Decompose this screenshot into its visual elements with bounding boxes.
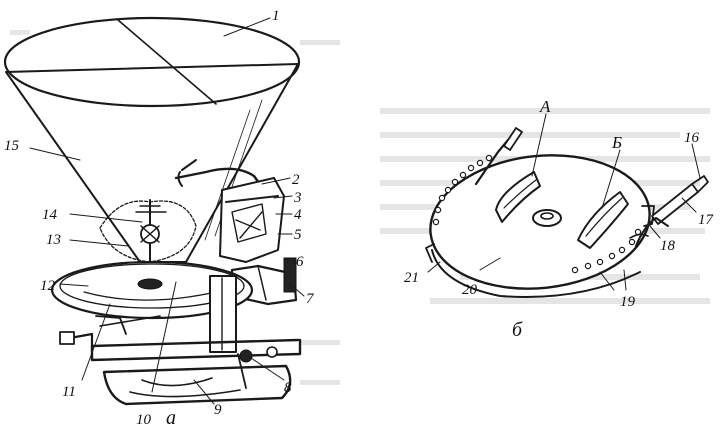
callout-4: 4 [294, 207, 302, 223]
callout-16: 16 [684, 130, 700, 146]
blade-a [495, 171, 541, 223]
skid-runner [102, 364, 292, 406]
spreader-drawing [3, 16, 305, 406]
sublabel-b: б [512, 319, 523, 341]
control-lever [174, 167, 266, 192]
callout-5: 5 [294, 227, 302, 243]
callout-19: 19 [620, 294, 636, 310]
callout-9: 9 [214, 402, 222, 418]
callout-13: 13 [46, 232, 61, 248]
callout-20: 20 [462, 282, 478, 298]
callout-10: 10 [136, 412, 152, 428]
callout-letter-a: А [539, 97, 551, 116]
side-bracket [219, 177, 285, 263]
callout-6: 6 [296, 254, 304, 270]
callout-18: 18 [660, 238, 676, 254]
callout-14: 14 [42, 207, 58, 223]
callout-21: 21 [404, 270, 419, 286]
hopper-seam [117, 19, 217, 105]
hopper-rim [3, 16, 301, 108]
callout-2: 2 [292, 172, 300, 188]
frame-post [209, 275, 237, 353]
callout-letter-b: Б [611, 133, 622, 152]
rod-clamp [635, 217, 669, 247]
figure-a-callouts: 1 2 3 4 5 6 7 8 9 10 11 12 13 14 15 а [4, 8, 315, 428]
base-frame [90, 338, 302, 362]
callout-7: 7 [306, 291, 315, 307]
callout-15: 15 [4, 138, 20, 154]
figure-b-callouts: А Б 16 17 18 19 20 21 б [404, 97, 715, 341]
callout-17: 17 [698, 212, 715, 228]
disc-drawing [425, 113, 709, 298]
callout-12: 12 [40, 278, 56, 294]
blade-b [577, 191, 629, 249]
cutaway-outline [99, 200, 197, 263]
callout-8: 8 [284, 380, 292, 396]
callout-3: 3 [293, 190, 302, 206]
disc-rim-edge [431, 249, 641, 298]
adjustment-holes [432, 154, 642, 274]
callout-11: 11 [62, 384, 76, 400]
sublabel-a: а [166, 407, 176, 428]
callout-1: 1 [272, 8, 280, 24]
hopper-cone [5, 63, 299, 263]
